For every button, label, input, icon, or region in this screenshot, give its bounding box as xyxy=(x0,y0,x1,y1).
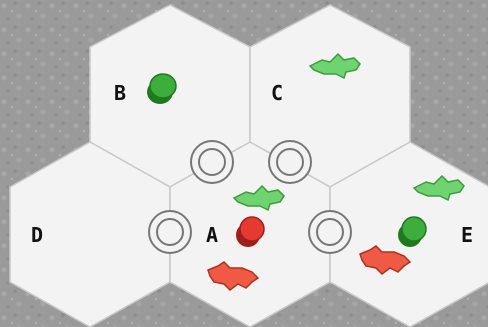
disc-token-green-b[interactable] xyxy=(147,73,177,104)
hex-label-e: E xyxy=(461,223,473,247)
hex-label-a: A xyxy=(206,223,218,247)
ship-token-red-e[interactable] xyxy=(359,245,412,275)
hex-label-c: C xyxy=(271,81,283,105)
wormhole-marker-b-a xyxy=(190,140,234,184)
disc-token-green-e[interactable] xyxy=(398,216,427,247)
ship-token-green-a[interactable] xyxy=(232,184,285,212)
disc-token-red-a[interactable] xyxy=(236,216,265,247)
hex-label-b: B xyxy=(114,81,126,105)
wormhole-marker-c-a xyxy=(268,140,312,184)
wormhole-marker-d-a xyxy=(148,210,192,254)
ship-token-green-e[interactable] xyxy=(412,174,465,202)
hex-label-d: D xyxy=(31,223,43,247)
ship-token-red-a[interactable] xyxy=(207,261,260,291)
wormhole-marker-a-e xyxy=(308,210,352,254)
ship-token-green-c[interactable] xyxy=(308,52,361,80)
